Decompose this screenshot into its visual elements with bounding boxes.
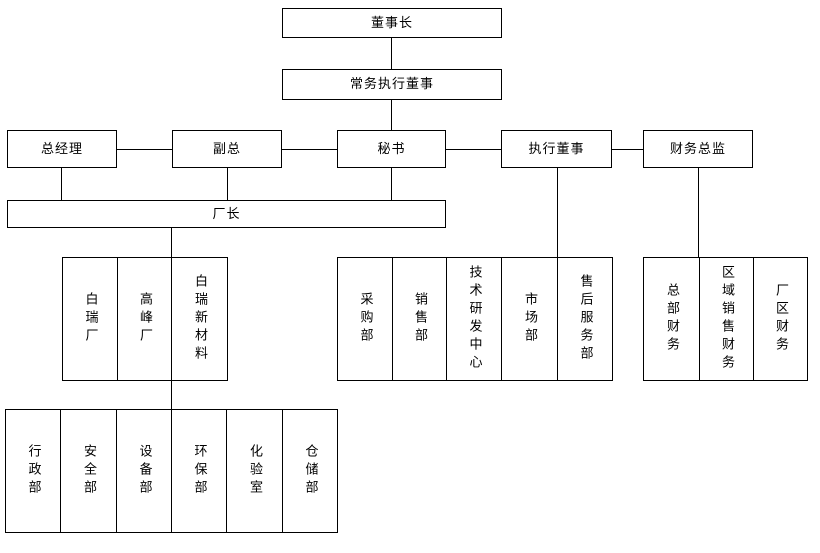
node-environment-dept: 环保部 (171, 409, 227, 533)
node-admin-dept: 行政部 (5, 409, 61, 533)
node-factory-finance: 厂区财务 (753, 257, 808, 381)
node-laboratory: 化验室 (226, 409, 283, 533)
node-chairman: 董事长 (282, 8, 502, 38)
connector-general-manager-factory-director (61, 168, 62, 200)
connector-factory-group-plant-departments (171, 380, 172, 409)
node-secretary: 秘书 (337, 130, 446, 168)
connector-factory-director-factory-group (171, 228, 172, 257)
connector-deputy-secretary (282, 149, 337, 150)
node-warehouse-dept: 仓储部 (282, 409, 338, 533)
node-finance-director: 财务总监 (643, 130, 753, 168)
connector-executive-director-business-departments (557, 168, 558, 257)
connector-chairman-managing-director (391, 38, 392, 69)
node-executive-director: 执行董事 (501, 130, 612, 168)
node-bairui-factory: 白瑞厂 (62, 257, 118, 381)
node-bairui-new-materials: 白瑞新材料 (171, 257, 228, 381)
node-sales-dept: 销售部 (392, 257, 447, 381)
node-rd-center: 技术研发中心 (446, 257, 502, 381)
connector-executive-director-finance-director (612, 149, 643, 150)
node-factory-director: 厂长 (7, 200, 446, 228)
node-marketing-dept: 市场部 (501, 257, 558, 381)
node-regional-sales-finance: 区域销售财务 (699, 257, 754, 381)
connector-deputy-factory-director (227, 168, 228, 200)
connector-managing-director-secretary (391, 100, 392, 130)
node-deputy-general: 副总 (172, 130, 282, 168)
node-after-sales-dept: 售后服务部 (557, 257, 613, 381)
node-equipment-dept: 设备部 (116, 409, 172, 533)
connector-finance-director-finance-group (698, 168, 699, 257)
node-hq-finance: 总部财务 (643, 257, 700, 381)
node-managing-director: 常务执行董事 (282, 69, 502, 100)
connector-general-manager-deputy (117, 149, 172, 150)
node-general-manager: 总经理 (7, 130, 117, 168)
connector-secretary-factory-director (391, 168, 392, 200)
node-procurement-dept: 采购部 (337, 257, 393, 381)
node-gaofeng-factory: 高峰厂 (117, 257, 172, 381)
node-safety-dept: 安全部 (60, 409, 117, 533)
connector-secretary-executive-director (446, 149, 501, 150)
